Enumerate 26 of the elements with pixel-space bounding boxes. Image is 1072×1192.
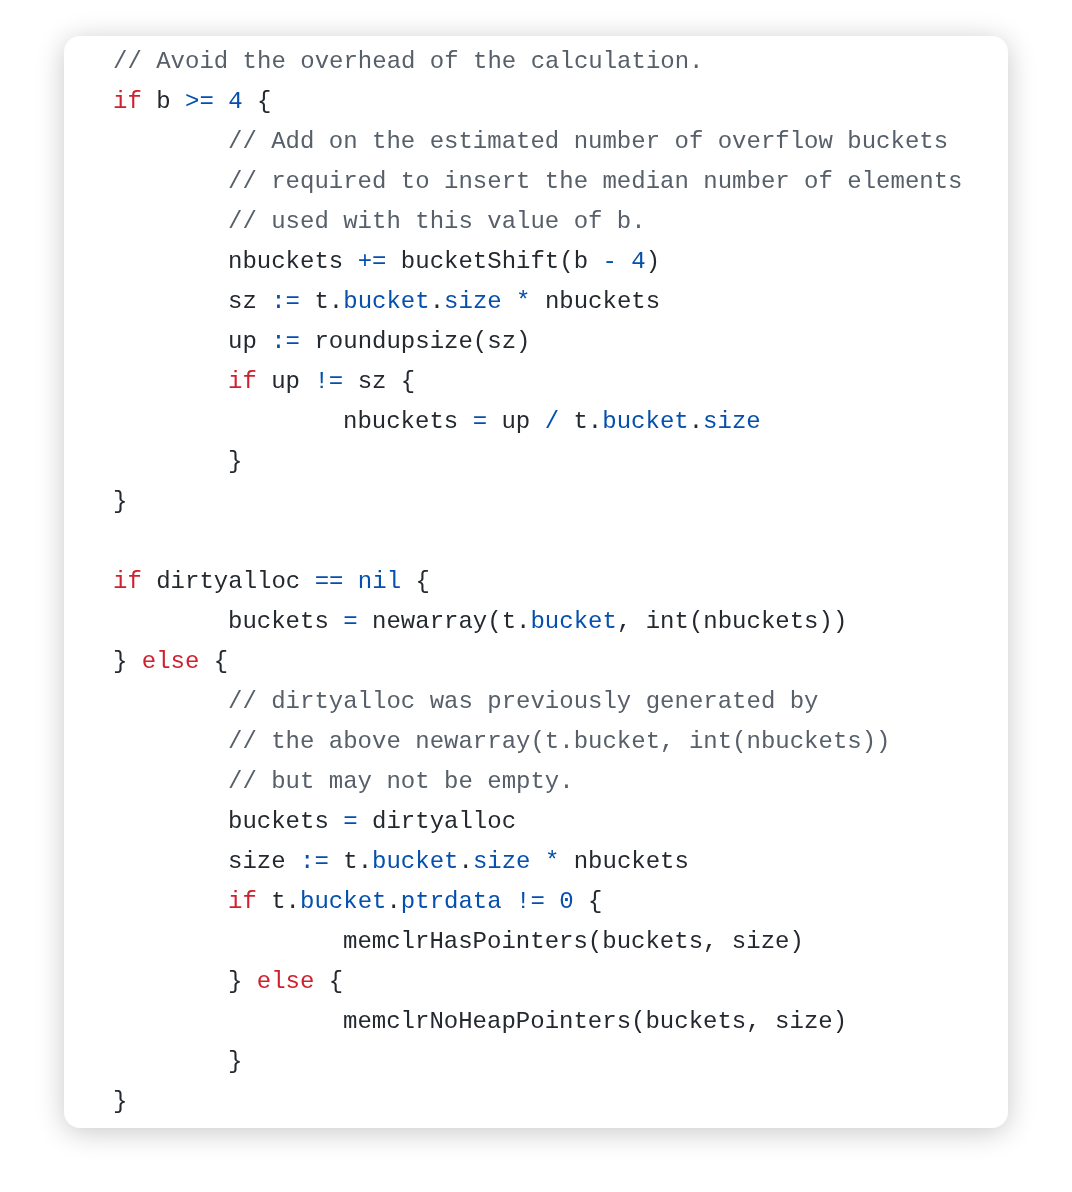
code-line: memclrNoHeapPointers(buckets, size): [343, 1007, 848, 1037]
code-line: }: [228, 1047, 243, 1077]
code-line: memclrHasPointers(buckets, size): [343, 927, 804, 957]
code-line: if b >= 4 {: [113, 87, 272, 117]
code-line: if t.bucket.ptrdata != 0 {: [228, 887, 603, 917]
code-line: } else {: [228, 967, 344, 997]
code-comment: // dirtyalloc was previously generated by: [228, 687, 819, 717]
code-line: }: [113, 487, 128, 517]
code-line: size := t.bucket.size * nbuckets: [228, 847, 689, 877]
code-comment: // the above newarray(t.bucket, int(nbuckets)): [228, 727, 891, 757]
code-comment: // Avoid the overhead of the calculation.: [113, 47, 704, 77]
code-line: nbuckets += bucketShift(b - 4): [228, 247, 661, 277]
code-comment: // used with this value of b.: [228, 207, 646, 237]
code-line: buckets = dirtyalloc: [228, 807, 517, 837]
code-line: if dirtyalloc == nil {: [113, 567, 430, 597]
code-line: }: [228, 447, 243, 477]
code-line: } else {: [113, 647, 229, 677]
code-line: up := roundupsize(sz): [228, 327, 531, 357]
code-line: buckets = newarray(t.bucket, int(nbuckets)): [228, 607, 848, 637]
code-comment: // Add on the estimated number of overflow buckets: [228, 127, 949, 157]
code-comment: // but may not be empty.: [228, 767, 574, 797]
code-line: nbuckets = up / t.bucket.size: [343, 407, 761, 437]
code-line: }: [113, 1087, 128, 1117]
code-line: if up != sz {: [228, 367, 416, 397]
code-line: sz := t.bucket.size * nbuckets: [228, 287, 661, 317]
code-comment: // required to insert the median number of elements: [228, 167, 963, 197]
